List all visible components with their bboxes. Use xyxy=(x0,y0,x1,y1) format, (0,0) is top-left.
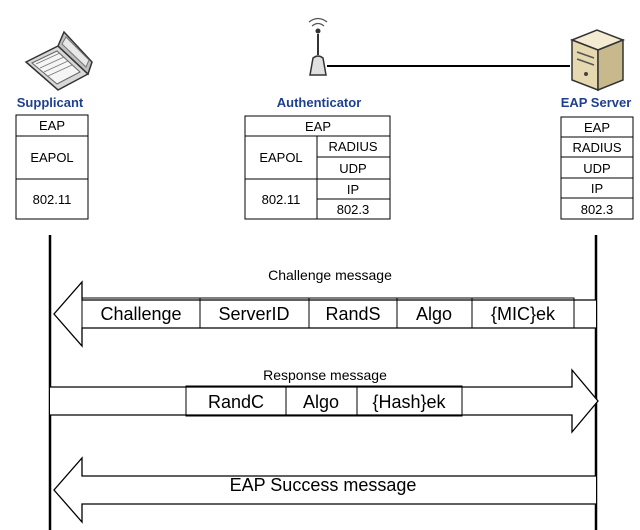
response-message-title: Response message xyxy=(263,367,387,383)
server-udp-cell: UDP xyxy=(583,161,610,176)
server-protocol-stack xyxy=(560,116,634,220)
server-eap-cell: EAP xyxy=(584,120,610,135)
authenticator-eap-cell: EAP xyxy=(305,119,331,134)
challenge-message-title: Challenge message xyxy=(268,267,392,283)
challenge-field-2: ServerID xyxy=(218,304,289,324)
eap-server-label: EAP Server xyxy=(561,95,632,110)
response-field-3: {Hash}ek xyxy=(372,392,446,412)
server-radius-cell: RADIUS xyxy=(572,140,621,155)
supplicant-eap-cell: EAP xyxy=(39,118,65,133)
authenticator-eapol-cell: EAPOL xyxy=(259,150,302,165)
authenticator-8023-cell: 802.3 xyxy=(337,202,370,217)
server-ip-cell: IP xyxy=(591,181,603,196)
supplicant-80211-cell: 802.11 xyxy=(33,192,72,207)
response-fields-box xyxy=(185,385,463,417)
server-8023-cell: 802.3 xyxy=(581,202,614,217)
supplicant-eapol-cell: EAPOL xyxy=(30,150,73,165)
laptop-icon xyxy=(24,30,93,91)
authenticator-udp-cell: UDP xyxy=(339,161,366,176)
authenticator-protocol-stack xyxy=(244,115,391,220)
authenticator-label: Authenticator xyxy=(277,95,362,110)
challenge-field-4: Algo xyxy=(416,304,452,324)
server-icon xyxy=(569,29,626,92)
authenticator-80211-cell: 802.11 xyxy=(262,192,301,207)
success-message-title: EAP Success message xyxy=(230,475,417,495)
supplicant-protocol-stack xyxy=(15,114,89,220)
challenge-field-5: {MIC}ek xyxy=(491,304,556,324)
authenticator-ip-cell: IP xyxy=(347,182,359,197)
response-field-1: RandC xyxy=(208,392,264,412)
success-message-arrow xyxy=(53,456,596,524)
authenticator-radius-cell: RADIUS xyxy=(328,139,377,154)
supplicant-label: Supplicant xyxy=(17,95,84,110)
response-field-2: Algo xyxy=(303,392,339,412)
response-message-arrow xyxy=(50,368,599,434)
wireless-access-point-icon xyxy=(308,17,328,76)
challenge-field-1: Challenge xyxy=(100,304,181,324)
challenge-fields-box xyxy=(81,297,575,329)
challenge-field-3: RandS xyxy=(325,304,380,324)
